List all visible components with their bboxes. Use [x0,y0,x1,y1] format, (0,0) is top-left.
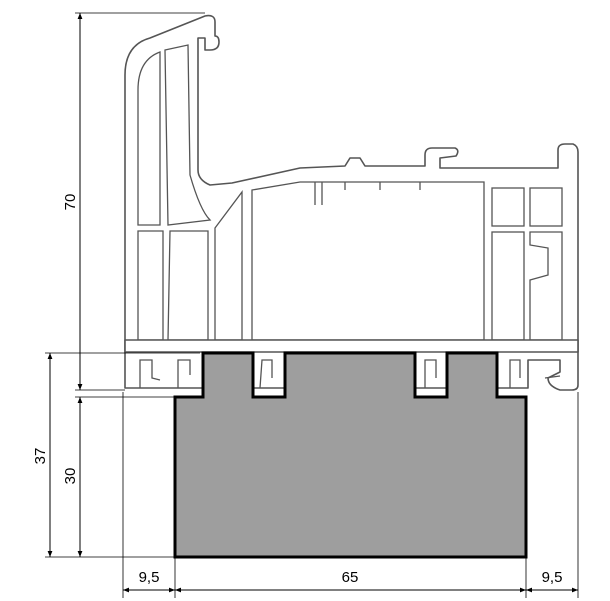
bottom-clips [139,359,561,389]
dim-label-9-5-right: 9,5 [542,569,563,586]
left-chamber-upper [137,51,161,226]
dim-label-65: 65 [342,569,359,586]
central-rib [314,182,421,205]
bottom-strip [124,339,579,353]
dimension-lines [45,12,579,598]
dim-label-37: 37 [32,448,49,465]
dim-label-9-5-left: 9,5 [139,569,160,586]
right-chamber-b [529,187,563,227]
central-chamber [251,181,485,341]
dim-label-70: 70 [62,194,79,211]
frame-profile [124,14,579,391]
frame-outline [124,14,579,391]
sealing-block [173,351,528,559]
left-chamber-mid [164,44,212,226]
dim-label-30: 30 [62,468,79,485]
right-chamber-a [491,187,525,227]
right-chamber-d [529,231,563,341]
